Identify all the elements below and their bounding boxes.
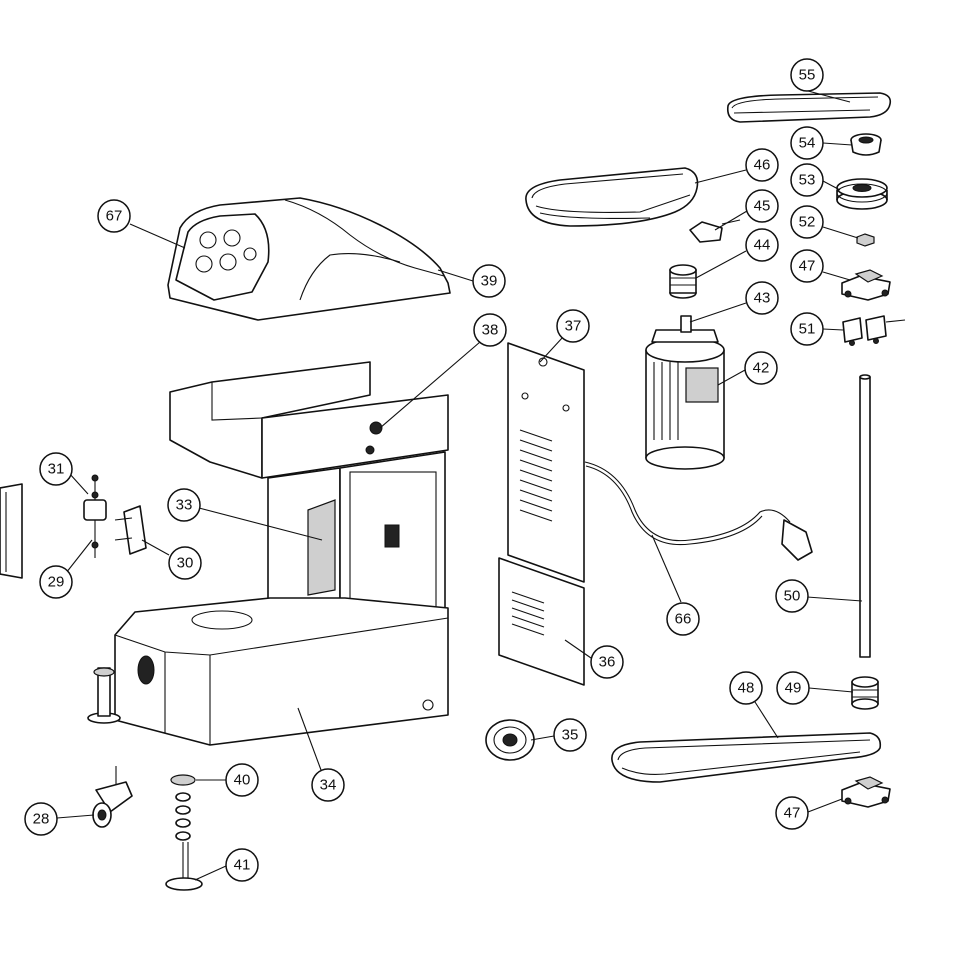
part-foot-base [87,667,121,724]
svg-text:36: 36 [599,654,616,671]
callout-51: 51 [790,312,824,346]
callout-35: 35 [553,718,587,752]
part-49-pulley [851,676,879,710]
svg-text:29: 29 [48,574,65,591]
svg-text:35: 35 [562,727,579,744]
svg-text:44: 44 [754,237,771,254]
part-45-bracket [689,219,741,243]
svg-text:43: 43 [754,290,771,307]
callout-39: 39 [472,264,506,298]
callout-47-top: 47 [790,249,824,283]
callout-40: 40 [225,763,259,797]
callout-36: 36 [590,645,624,679]
part-54-bushing [850,133,882,156]
callout-41: 41 [225,848,259,882]
svg-text:54: 54 [799,135,816,152]
svg-text:50: 50 [784,588,801,605]
callout-29: 29 [39,565,73,599]
part-34-base-body [114,361,449,746]
part-35-pulley [485,719,535,761]
callout-33: 33 [167,488,201,522]
part-30-bracket [114,505,147,555]
callout-67: 67 [97,199,131,233]
part-37-back-panel [507,342,585,583]
svg-text:38: 38 [482,322,499,339]
part-47-bracket-top [841,269,891,301]
svg-text:42: 42 [753,360,770,377]
svg-text:47: 47 [799,258,816,275]
svg-text:48: 48 [738,680,755,697]
svg-text:39: 39 [481,273,498,290]
svg-text:33: 33 [176,497,193,514]
callout-53: 53 [790,163,824,197]
svg-text:30: 30 [177,555,194,572]
callout-54: 54 [790,126,824,160]
svg-text:66: 66 [675,611,692,628]
callout-42: 42 [744,351,778,385]
svg-text:52: 52 [799,214,816,231]
part-31-mount [83,474,107,558]
callout-45: 45 [745,189,779,223]
callout-30: 30 [168,546,202,580]
callout-52: 52 [790,205,824,239]
svg-text:28: 28 [33,811,50,828]
svg-text:51: 51 [799,321,816,338]
callout-55: 55 [790,58,824,92]
part-53-pulley [836,178,888,210]
callout-37: 37 [556,309,590,343]
svg-text:40: 40 [234,772,251,789]
callout-34: 34 [311,768,345,802]
svg-text:49: 49 [785,680,802,697]
part-frame-fragment [0,483,23,579]
svg-text:45: 45 [754,198,771,215]
part-40-foot-hardware [170,774,196,841]
leader-lines [56,90,863,881]
callout-47-bottom: 47 [775,796,809,830]
part-50-shaft [859,374,871,658]
part-42-motor [645,315,725,470]
callout-43: 43 [745,281,779,315]
svg-text:41: 41 [234,857,251,874]
part-28-castor [92,766,133,828]
callout-38: 38 [473,313,507,347]
svg-text:55: 55 [799,67,816,84]
part-48-belt [611,732,882,783]
part-47-bracket-bottom [841,776,891,808]
part-52-nut [856,233,875,247]
part-39-top-cover [167,197,451,321]
callout-66: 66 [666,602,700,636]
part-46-belt [525,167,699,227]
callout-49: 49 [776,671,810,705]
callout-31: 31 [39,452,73,486]
svg-text:46: 46 [754,157,771,174]
svg-text:31: 31 [48,461,65,478]
part-55-belt [726,92,892,123]
svg-text:37: 37 [565,318,582,335]
part-44-pulley [669,264,697,299]
part-41-leveling-foot [165,842,203,891]
part-36-lower-panel [498,557,585,686]
callout-28: 28 [24,802,58,836]
callout-46: 46 [745,148,779,182]
callout-48: 48 [729,671,763,705]
svg-text:47: 47 [784,805,801,822]
part-66-cable [584,461,813,561]
svg-text:67: 67 [106,208,123,225]
svg-text:34: 34 [320,777,337,794]
callout-50: 50 [775,579,809,613]
part-51-brackets [842,315,906,346]
callout-44: 44 [745,228,779,262]
svg-text:53: 53 [799,172,816,189]
